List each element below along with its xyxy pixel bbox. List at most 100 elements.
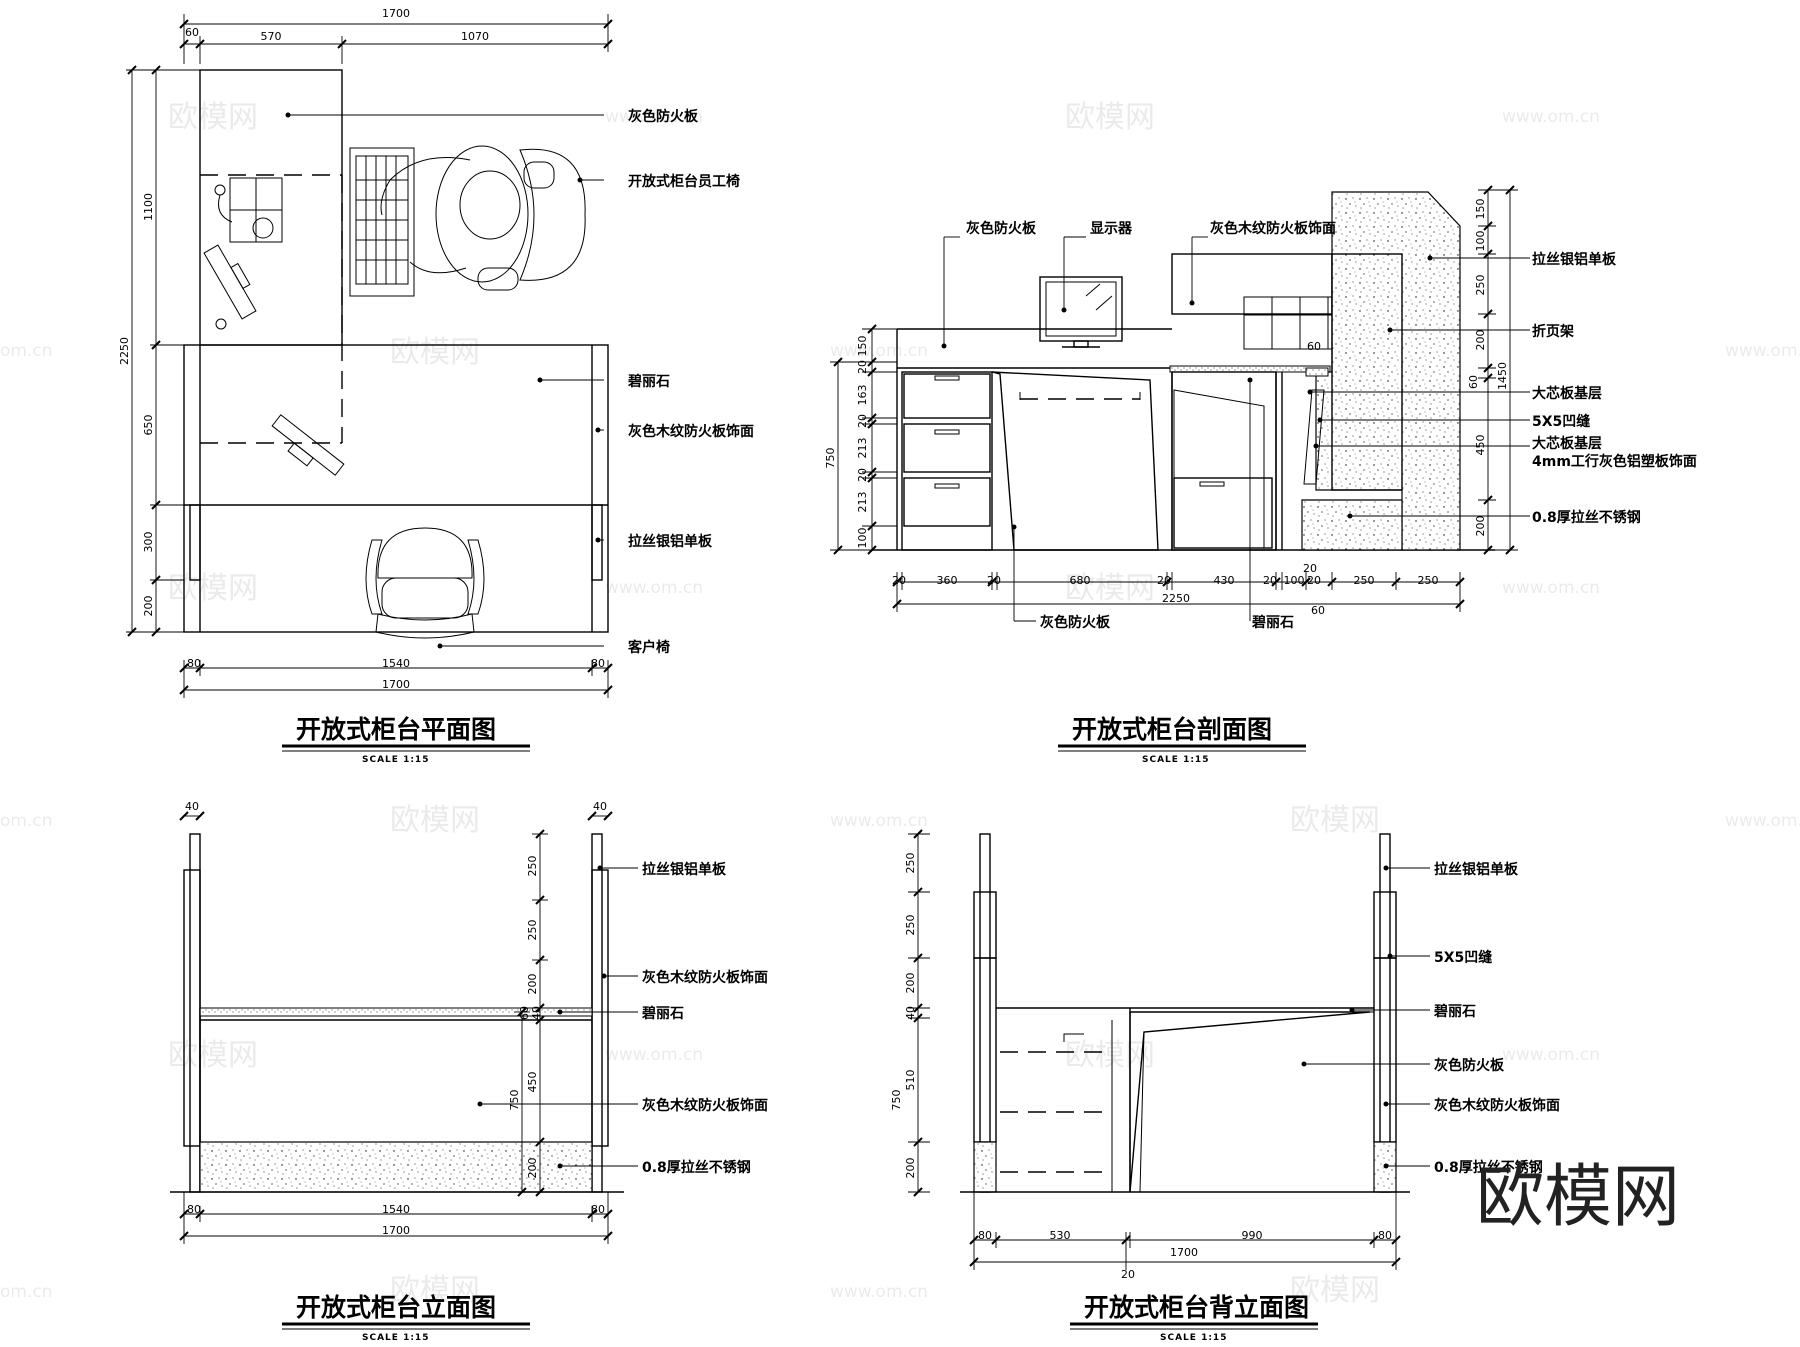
watermark-url: www.om.cn — [1502, 578, 1600, 598]
callout-label: 0.8厚拉丝不锈钢 — [1434, 1159, 1543, 1176]
view-title: 开放式柜台背立面图 — [1084, 1293, 1309, 1322]
section-leaders-right: 拉丝银铝单板 折页架 大芯板基层 5X5凹缝 大芯板基层 4mm工行灰色铝塑板饰… — [1307, 251, 1697, 526]
dim-label: 80 — [187, 1203, 201, 1216]
watermark-url: www.om.cn — [1502, 107, 1600, 127]
elevation-counter — [170, 833, 624, 1193]
callout-label: 碧丽石 — [641, 1005, 684, 1022]
view-scale: SCALE 1:15 — [1142, 755, 1209, 765]
callout-label: 碧丽石 — [1251, 614, 1294, 631]
plan-dims-bottom: 80 1540 80 1700 — [179, 657, 613, 698]
watermark-url: www.om.cn — [830, 1282, 928, 1302]
dim-label: 250 — [1418, 574, 1439, 587]
callout-label: 拉丝银铝单板 — [1532, 251, 1617, 268]
plan-dims-left: 2250 1100 650 300 200 — [118, 65, 200, 637]
dim-label: 150 — [1474, 199, 1487, 220]
dim-label: 750 — [824, 448, 837, 469]
dim-label: 200 — [1474, 516, 1487, 537]
watermark-brand: 欧模网 — [1065, 1038, 1155, 1073]
callout-label: 灰色木纹防火板饰面 — [642, 969, 768, 986]
dim-label: 250 — [1474, 275, 1487, 296]
callout-label: 大芯板基层 — [1532, 385, 1602, 402]
callout-label: 0.8厚拉丝不锈钢 — [1532, 509, 1641, 526]
dim-label: 40 — [185, 800, 199, 813]
section-counter — [872, 191, 1495, 551]
dim-label: 250 — [526, 856, 539, 877]
dim-label: 1700 — [382, 678, 410, 691]
dim-label: 80 — [591, 1203, 605, 1216]
dim-label: 1540 — [382, 1203, 410, 1216]
watermark-url: www.om.cn — [830, 811, 928, 831]
dim-label: 80 — [591, 657, 605, 670]
dim-label: 60 — [1311, 604, 1325, 617]
dim-label: 1700 — [1170, 1246, 1198, 1259]
callout-label: 灰色防火板 — [628, 108, 699, 125]
callout-label: 拉丝银铝单板 — [1434, 861, 1519, 878]
watermark-url: om.cn — [0, 1282, 53, 1302]
section-leaders-bottom: 灰色防火板 碧丽石 — [1011, 377, 1294, 631]
dim-label: 60 — [1307, 340, 1321, 353]
dim-label: 450 — [1474, 435, 1487, 456]
plan-dims-top: 1700 60 570 1070 — [179, 7, 613, 64]
dim-label: 250 — [1354, 574, 1375, 587]
dim-label: 163 — [856, 385, 869, 406]
dim-label: 100 — [1474, 231, 1487, 252]
section-dims-bottom: 20 360 20 680 20 430 20 100 20 250 250 2… — [892, 562, 1465, 617]
dim-label: 680 — [1070, 574, 1091, 587]
elevation-dims-bottom: 80 1540 80 1700 — [179, 1192, 613, 1244]
watermark-brand: 欧模网 — [1065, 571, 1155, 606]
dim-label: 20 — [1157, 574, 1171, 587]
watermark-layer: 欧模网 欧模网 欧模网 欧模网 欧模网 欧模网 欧模网 欧模网 欧模网 欧模网 … — [0, 100, 1800, 1308]
dim-label: 750 — [508, 1090, 521, 1111]
dim-label: 250 — [904, 915, 917, 936]
dim-label: 250 — [526, 920, 539, 941]
dim-label: 1700 — [382, 7, 410, 20]
watermark-brand: 欧模网 — [168, 100, 258, 135]
section-dims-right: 1450 150 100 250 200 60 450 200 60 — [1307, 185, 1518, 555]
dim-label: 250 — [904, 853, 917, 874]
watermark-url: www.om.cn — [605, 1045, 703, 1065]
callout-label: 显示器 — [1090, 221, 1133, 237]
view-scale: SCALE 1:15 — [362, 755, 429, 765]
back-elevation-title-block: 开放式柜台背立面图 SCALE 1:15 — [1070, 1293, 1318, 1343]
callout-label: 灰色木纹防火板饰面 — [1210, 220, 1336, 237]
elevation-dims: 40 40 250 250 200 60 40 450 — [179, 800, 613, 1197]
view-title: 开放式柜台剖面图 — [1072, 715, 1272, 744]
callout-label: 碧丽石 — [627, 373, 670, 390]
dim-label: 100 — [1284, 574, 1305, 587]
dim-label: 200 — [142, 596, 155, 617]
section-leaders-top: 灰色防火板 显示器 灰色木纹防火板饰面 — [941, 220, 1336, 349]
dim-label: 20 — [856, 360, 869, 374]
dim-label: 430 — [1214, 574, 1235, 587]
watermark-brand: 欧模网 — [168, 571, 258, 606]
watermark-brand: 欧模网 — [390, 335, 480, 370]
back-elevation-dims: 250 250 200 40 510 750 200 — [890, 829, 930, 1197]
dim-label: 20 — [1263, 574, 1277, 587]
watermark-brand: 欧模网 — [390, 803, 480, 838]
callout-label: 大芯板基层 — [1532, 435, 1602, 452]
callout-label: 碧丽石 — [1433, 1003, 1476, 1020]
dim-label: 1070 — [461, 30, 489, 43]
dim-label: 40 — [530, 1006, 543, 1020]
callout-label: 灰色防火板 — [1040, 614, 1111, 631]
dim-label: 20 — [856, 414, 869, 428]
dim-label: 80 — [978, 1229, 992, 1242]
dim-label: 2250 — [118, 337, 131, 365]
watermark-brand: 欧模网 — [390, 1273, 480, 1308]
dim-label: 360 — [937, 574, 958, 587]
plan-title-block: 开放式柜台平面图 SCALE 1:15 — [282, 715, 530, 765]
callout-label: 5X5凹缝 — [1532, 413, 1590, 430]
dim-label: 200 — [526, 974, 539, 995]
back-elevation-view: 250 250 200 40 510 750 200 拉丝银铝单板 5X5凹缝 … — [890, 829, 1560, 1343]
callout-label: 0.8厚拉丝不锈钢 — [642, 1159, 751, 1176]
watermark-url: www.om.cn — [605, 107, 703, 127]
callout-label: 4mm工行灰色铝塑板饰面 — [1532, 453, 1697, 470]
dim-label: 200 — [1474, 330, 1487, 351]
dim-label: 200 — [904, 1158, 917, 1179]
dim-label: 570 — [261, 30, 282, 43]
dim-label: 300 — [142, 532, 155, 553]
dim-label: 510 — [904, 1070, 917, 1091]
watermark-brand: 欧模网 — [1065, 100, 1155, 135]
callout-label: 灰色防火板 — [1434, 1057, 1505, 1074]
dim-label: 20 — [1121, 1268, 1135, 1281]
